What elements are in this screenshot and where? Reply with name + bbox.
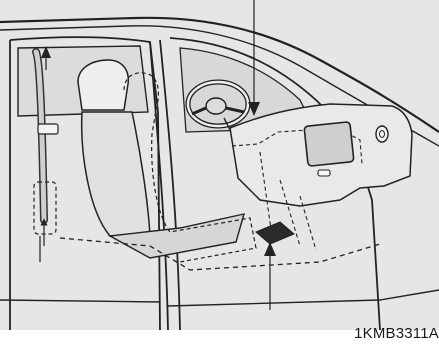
glovebox-handle	[318, 170, 330, 176]
dash-vent-knob	[376, 126, 388, 142]
figure-code: 1KMB3311A	[354, 324, 439, 344]
infotainment-screen	[304, 122, 354, 167]
